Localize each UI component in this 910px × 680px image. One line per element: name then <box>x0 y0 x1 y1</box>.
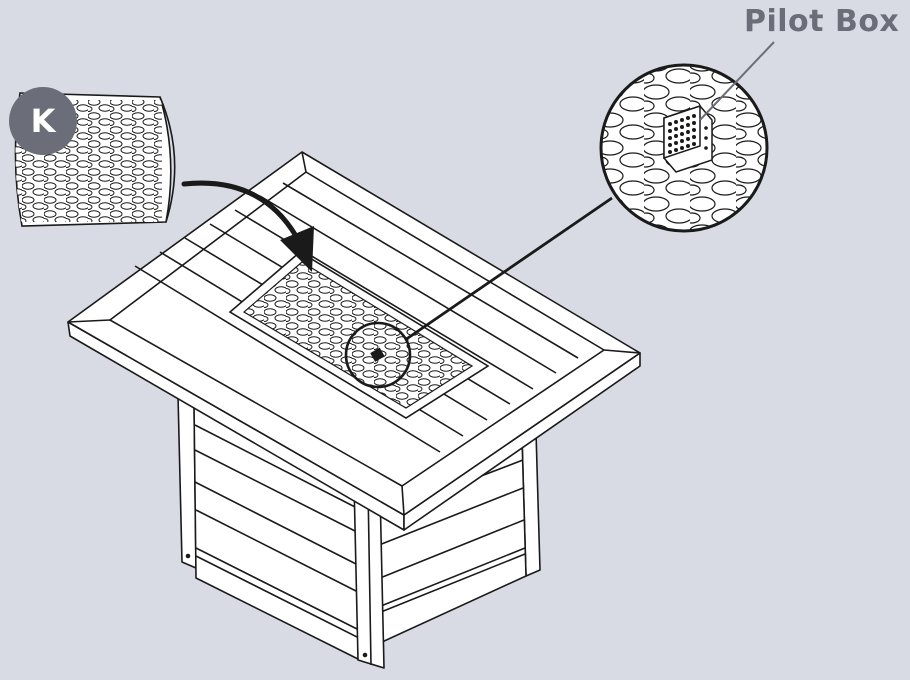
burner-tray <box>228 251 490 419</box>
curved-arrow-icon <box>181 180 314 272</box>
zoom-leader-line <box>404 196 613 342</box>
leg-back-left <box>177 394 197 569</box>
pilot-box-icon <box>663 104 713 173</box>
part-letter-badge: K <box>9 87 77 155</box>
pilot-circle <box>344 321 412 389</box>
magnifier-callout-icon <box>599 41 775 233</box>
pilot-box-label: Pilot Box <box>744 4 900 39</box>
